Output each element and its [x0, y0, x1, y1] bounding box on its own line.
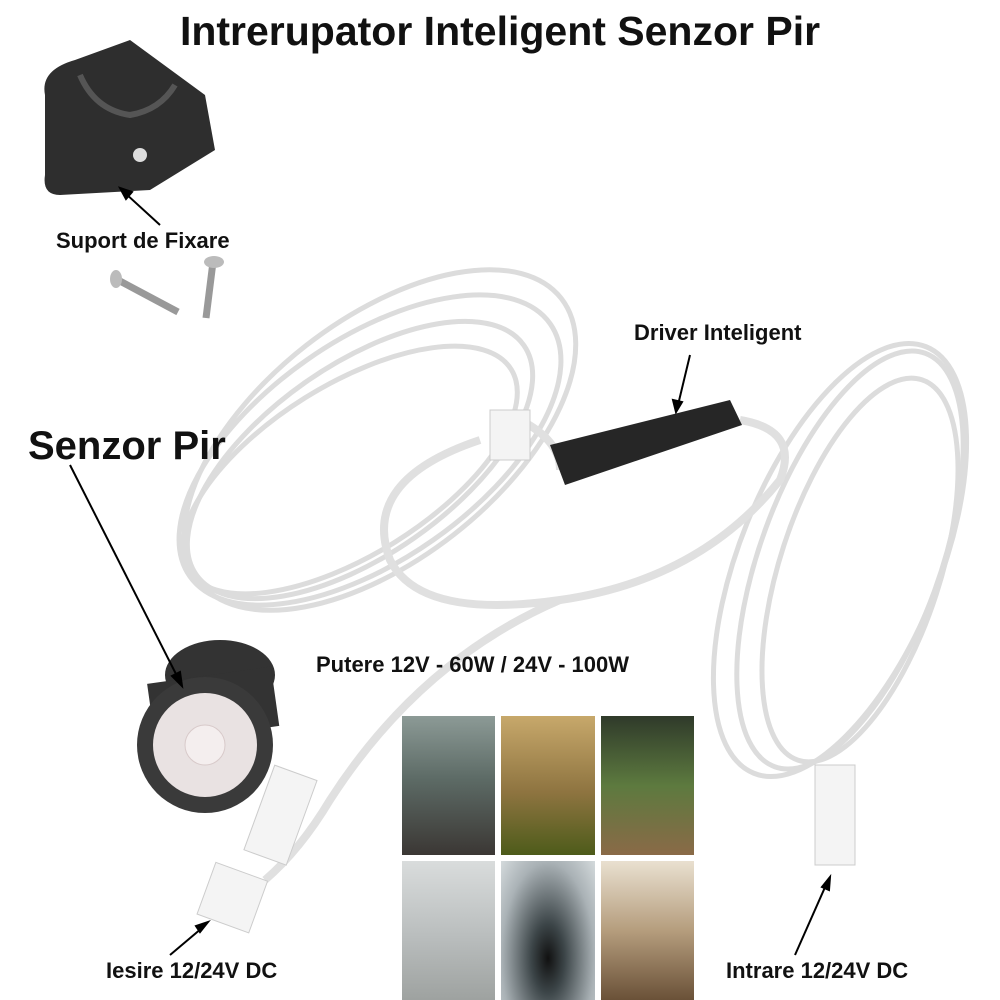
driver-label: Driver Inteligent — [634, 320, 802, 345]
input-label: Intrare 12/24V DC — [726, 958, 909, 983]
photo-bathroom — [600, 861, 694, 1000]
power-spec-label: Putere 12V - 60W / 24V - 100W — [316, 652, 630, 677]
pointer-arrows — [69, 186, 832, 956]
mounting-bracket-label: Suport de Fixare — [56, 228, 230, 253]
cable-coil-left — [176, 267, 579, 613]
pir-sensor-label: Senzor Pir — [28, 424, 226, 468]
cable-connector — [489, 409, 531, 461]
application-photo-grid — [402, 716, 694, 1000]
pir-sensor — [137, 640, 280, 813]
photo-parking-garage — [402, 861, 496, 1000]
smart-driver — [550, 400, 742, 485]
page-title: Intrerupator Inteligent Senzor Pir — [179, 8, 821, 54]
output-label: Iesire 12/24V DC — [106, 958, 278, 983]
photo-hotel-corridor — [501, 716, 595, 855]
photo-balcony — [600, 716, 694, 855]
input-plug — [814, 764, 856, 866]
photo-hallway — [501, 861, 595, 1000]
output-plug — [196, 861, 269, 934]
photo-stairs — [402, 716, 496, 855]
screws — [110, 256, 224, 319]
mounting-bracket — [44, 40, 215, 195]
cable-coil-right — [710, 340, 970, 780]
plug-housing — [243, 764, 318, 866]
